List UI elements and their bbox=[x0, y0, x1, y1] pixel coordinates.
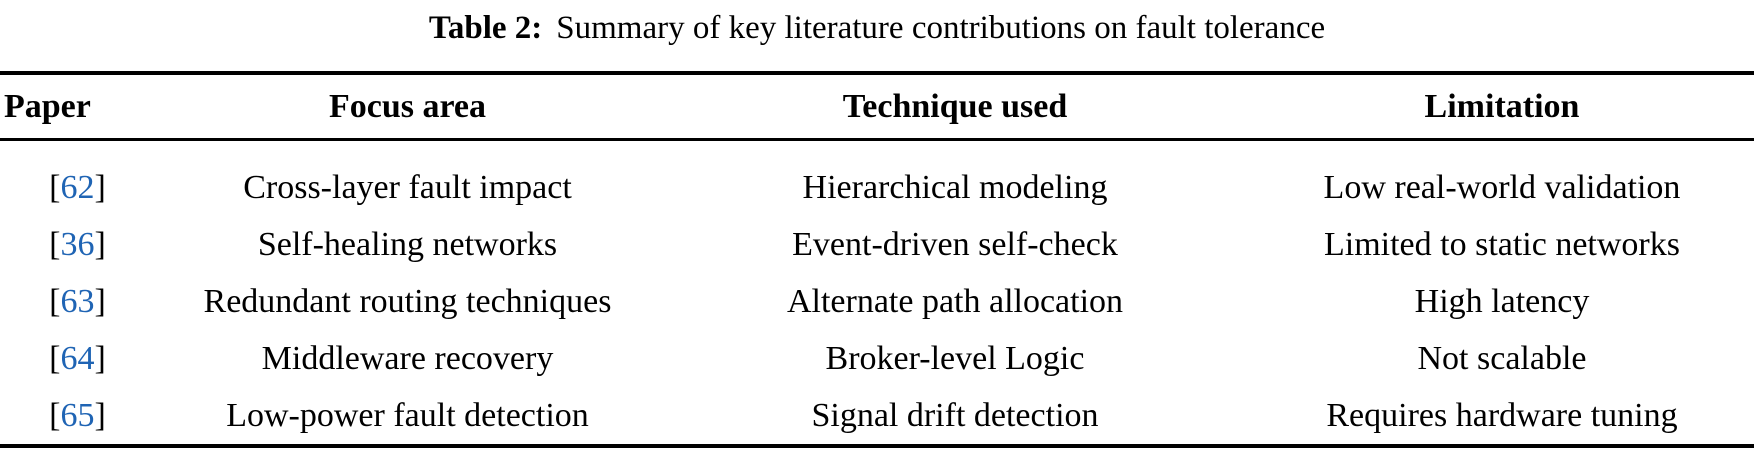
table-row: [64] Middleware recovery Broker-level Lo… bbox=[0, 330, 1754, 387]
focus-area-cell: Middleware recovery bbox=[261, 339, 554, 377]
citation-link[interactable]: 36 bbox=[60, 225, 95, 263]
table-row: [62] Cross-layer fault impact Hierarchic… bbox=[0, 140, 1754, 217]
focus-area-cell: Redundant routing techniques bbox=[203, 282, 612, 320]
technique-cell: Signal drift detection bbox=[811, 396, 1099, 434]
table-caption-text: Summary of key literature contributions … bbox=[556, 10, 1326, 46]
citation-bracket-open: [ bbox=[49, 225, 61, 263]
paper-cell: [62] bbox=[0, 140, 155, 217]
limitation-cell: Limited to static networks bbox=[1324, 225, 1680, 263]
citation-bracket-close: ] bbox=[94, 282, 106, 320]
citation-bracket-open: [ bbox=[49, 339, 61, 377]
paper-cell: [64] bbox=[0, 330, 155, 387]
citation-link[interactable]: 63 bbox=[60, 282, 95, 320]
paper-cell: [36] bbox=[0, 216, 155, 273]
citation-bracket-open: [ bbox=[49, 282, 61, 320]
technique-cell: Event-driven self-check bbox=[792, 225, 1118, 263]
citation-bracket-close: ] bbox=[94, 168, 106, 206]
technique-cell: Hierarchical modeling bbox=[802, 168, 1108, 206]
limitation-cell: High latency bbox=[1414, 282, 1590, 320]
table-caption-label: Table 2: bbox=[428, 10, 543, 46]
citation-bracket-open: [ bbox=[49, 396, 61, 434]
column-header-focus-area: Focus area bbox=[155, 73, 660, 141]
limitation-cell: Requires hardware tuning bbox=[1326, 396, 1678, 434]
table-caption: Table 2: Summary of key literature contri… bbox=[0, 7, 1754, 49]
citation-link[interactable]: 64 bbox=[60, 339, 95, 377]
column-header-paper: Paper bbox=[0, 73, 155, 141]
technique-cell: Broker-level Logic bbox=[825, 339, 1085, 377]
focus-area-cell: Cross-layer fault impact bbox=[243, 168, 572, 206]
paper-cell: [63] bbox=[0, 273, 155, 330]
column-header-technique-used: Technique used bbox=[660, 73, 1250, 141]
table-row: [36] Self-healing networks Event-driven … bbox=[0, 216, 1754, 273]
technique-cell: Alternate path allocation bbox=[786, 282, 1124, 320]
paper-cell: [65] bbox=[0, 387, 155, 446]
citation-link[interactable]: 65 bbox=[60, 396, 95, 434]
citation-link[interactable]: 62 bbox=[60, 168, 95, 206]
focus-area-cell: Self-healing networks bbox=[257, 225, 558, 263]
header-row: Paper Focus area Technique used Limitati… bbox=[0, 73, 1754, 141]
focus-area-cell: Low-power fault detection bbox=[226, 396, 589, 434]
column-header-limitation: Limitation bbox=[1250, 73, 1754, 141]
table-row: [65] Low-power fault detection Signal dr… bbox=[0, 387, 1754, 446]
citation-bracket-close: ] bbox=[94, 225, 106, 263]
limitation-cell: Low real-world validation bbox=[1323, 168, 1681, 206]
literature-summary-table: Paper Focus area Technique used Limitati… bbox=[0, 71, 1754, 448]
citation-bracket-open: [ bbox=[49, 168, 61, 206]
table-row: [63] Redundant routing techniques Altern… bbox=[0, 273, 1754, 330]
citation-bracket-close: ] bbox=[94, 339, 106, 377]
citation-bracket-close: ] bbox=[94, 396, 106, 434]
limitation-cell: Not scalable bbox=[1417, 339, 1587, 377]
